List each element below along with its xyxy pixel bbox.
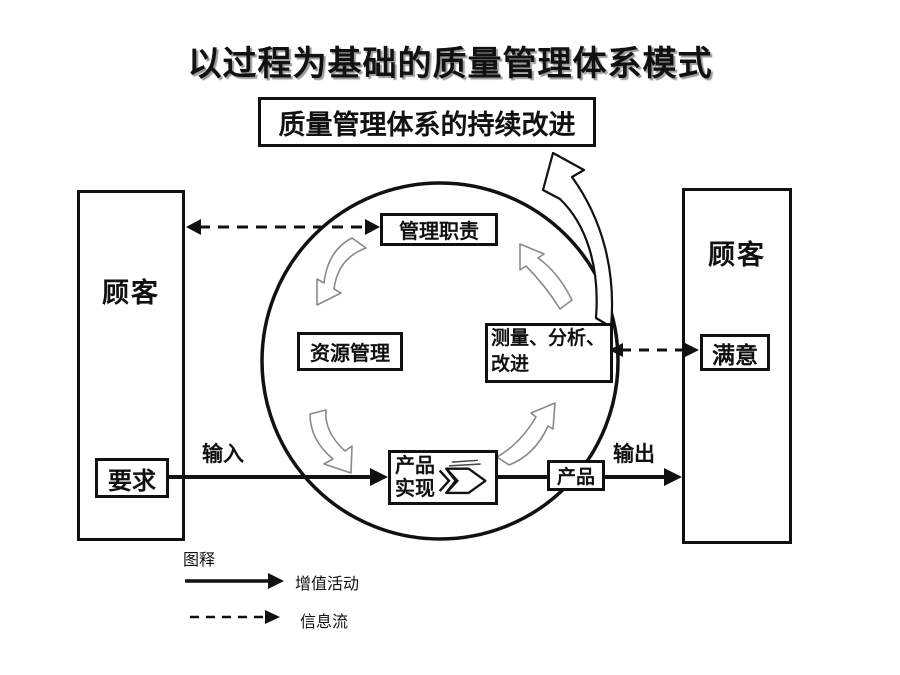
legend-solid-arrow-icon bbox=[185, 573, 284, 589]
product-realization-box: 产品 实现 bbox=[388, 450, 498, 505]
resource-management-box: 资源管理 bbox=[297, 332, 403, 371]
requirements-box: 要求 bbox=[95, 458, 169, 498]
continual-improvement-box: 质量管理体系的持续改进 bbox=[258, 97, 596, 147]
left-customer-label: 顾客 bbox=[102, 278, 160, 308]
requirements-label: 要求 bbox=[108, 468, 156, 495]
satisfaction-box: 满意 bbox=[700, 334, 770, 371]
cycle-arrow-bottom-right-icon bbox=[496, 402, 556, 466]
resource-management-label: 资源管理 bbox=[310, 343, 390, 365]
management-responsibility-label: 管理职责 bbox=[399, 221, 479, 243]
right-customer-box: 顾客 bbox=[682, 188, 792, 544]
process-circle bbox=[260, 181, 620, 541]
measurement-analysis-line1: 测量、分析、 bbox=[491, 328, 606, 349]
legend-solid-label: 增值活动 bbox=[295, 576, 360, 593]
legend-title: 图释 bbox=[183, 552, 216, 569]
continual-improvement-label: 质量管理体系的持续改进 bbox=[278, 109, 576, 140]
striped-arrow-icon bbox=[438, 459, 487, 494]
continual-improvement-arrow-icon bbox=[541, 151, 614, 329]
legend-dashed-arrow-icon bbox=[190, 610, 280, 624]
measurement-analysis-box: 测量、分析、 改进 bbox=[485, 323, 613, 383]
product-realization-label: 产品 实现 bbox=[395, 454, 435, 500]
page-title: 以过程为基础的质量管理体系模式 bbox=[187, 45, 713, 83]
product-box: 产品 bbox=[547, 460, 605, 491]
right-customer-label: 顾客 bbox=[708, 240, 766, 270]
product-label: 产品 bbox=[556, 467, 595, 488]
measurement-analysis-line2: 改进 bbox=[491, 354, 530, 375]
output-label: 输出 bbox=[613, 442, 655, 466]
management-responsibility-box: 管理职责 bbox=[380, 213, 498, 246]
dashed-arrow-measurement-satisfaction bbox=[609, 343, 699, 357]
cycle-arrow-top-left-icon bbox=[316, 237, 367, 306]
cycle-arrow-bottom-left-icon bbox=[309, 409, 353, 474]
solid-arrow-input bbox=[168, 468, 388, 486]
dashed-arrow-customer-management bbox=[186, 219, 380, 235]
input-label: 输入 bbox=[202, 442, 244, 466]
legend-dashed-label: 信息流 bbox=[300, 614, 349, 631]
left-customer-box: 顾客 bbox=[77, 190, 185, 541]
cycle-arrow-top-right-icon bbox=[519, 243, 573, 310]
satisfaction-label: 满意 bbox=[712, 342, 758, 368]
